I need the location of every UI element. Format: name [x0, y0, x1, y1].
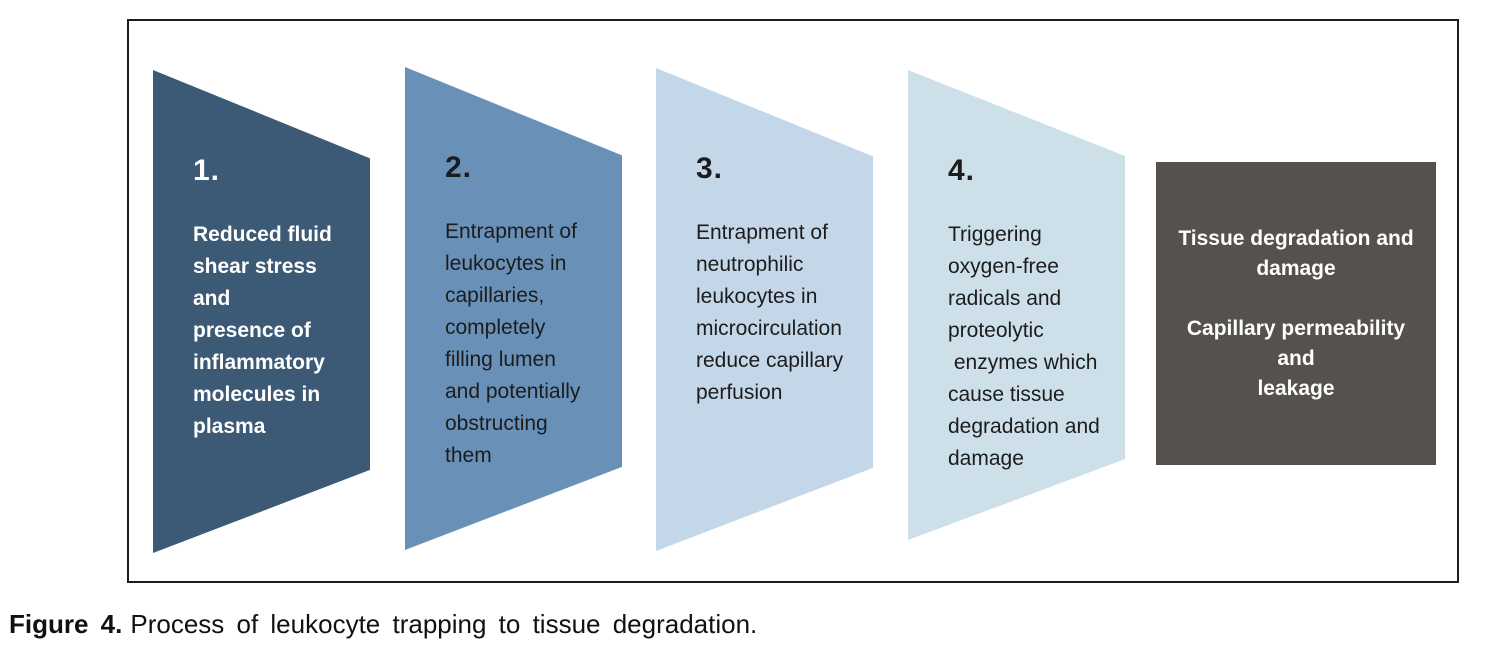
outcome-box-text: Tissue degradation and damage Capillary … — [1178, 226, 1414, 400]
step-3-number: 3. — [696, 152, 724, 185]
process-step-2: 2. Entrapment of leukocytes in capillari… — [405, 67, 622, 550]
outcome-box: Tissue degradation and damage Capillary … — [1156, 162, 1436, 465]
step-4-text: Triggering oxygen-free radicals and prot… — [948, 223, 1100, 470]
process-step-4: 4. Triggering oxygen-free radicals and p… — [908, 70, 1125, 540]
process-step-3: 3. Entrapment of neutrophilic leukocytes… — [656, 68, 873, 551]
step-4-number: 4. — [948, 154, 976, 187]
figure-caption: Figure 4.Process of leukocyte trapping t… — [9, 608, 757, 640]
step-3-text: Entrapment of neutrophilic leukocytes in… — [696, 221, 844, 404]
step-2-number: 2. — [445, 151, 473, 184]
process-step-1: 1. Reduced fluid shear stress and presen… — [153, 70, 370, 553]
step-2-text: Entrapment of leukocytes in capillaries,… — [445, 220, 581, 467]
step-1-number: 1. — [193, 154, 221, 187]
figure-caption-text: Process of leukocyte trapping to tissue … — [130, 609, 758, 639]
figure-caption-label: Figure 4. — [9, 609, 123, 639]
step-1-text: Reduced fluid shear stress and presence … — [193, 223, 332, 438]
